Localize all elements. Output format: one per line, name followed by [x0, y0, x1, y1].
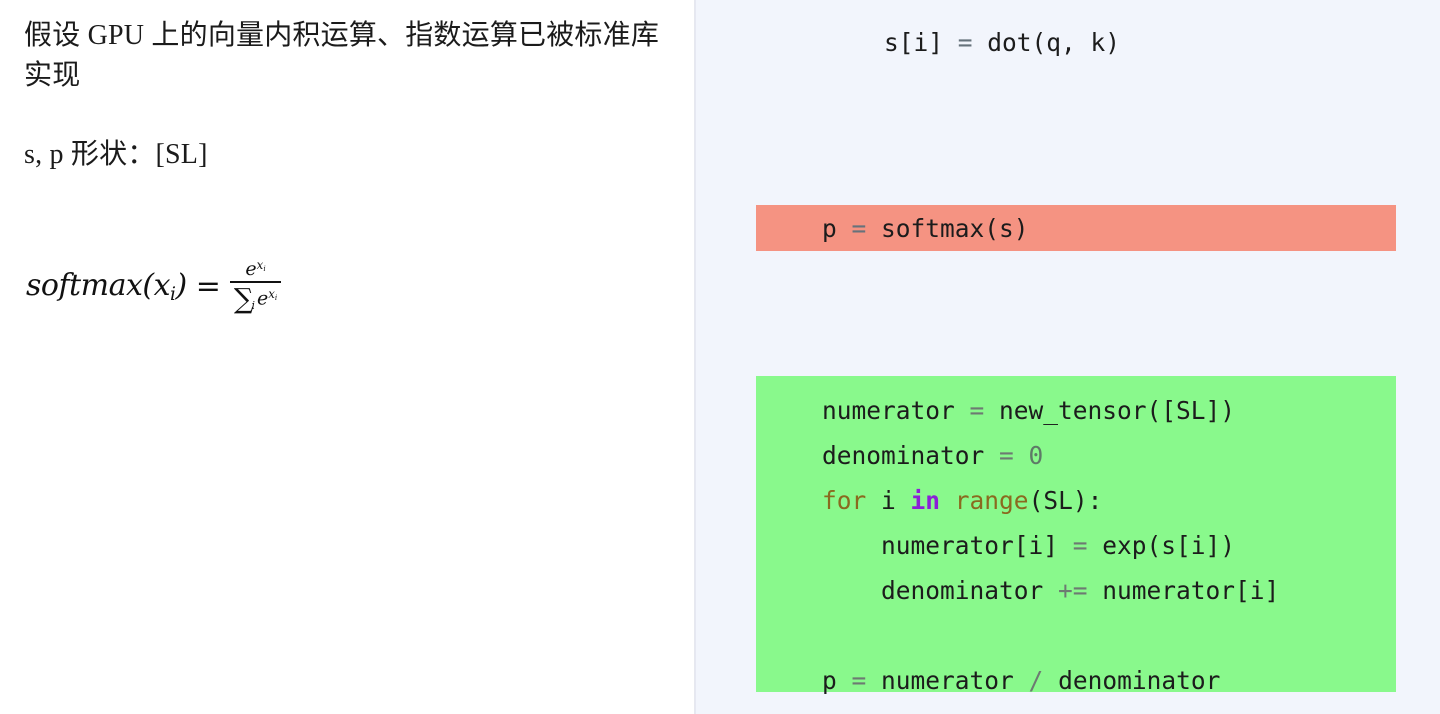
code-token-builtin-range: range [940, 486, 1029, 515]
code-token-range-args: (SL): [1028, 486, 1103, 515]
code-token-call: exp(s[i]) [1102, 531, 1236, 560]
paragraph-shape: s, p 形状：[SL] [24, 138, 208, 170]
code-token-identifier: numerator [822, 396, 955, 425]
code-line-numerator-exp: numerator[i] = exp(s[i]) [822, 523, 1396, 568]
code-token-identifier: s[i] [884, 28, 944, 57]
fraction-bar [229, 281, 282, 283]
code-line-for-loop: for i in range(SL): [822, 478, 1396, 523]
formula-left-hand-side: softmax(xi) [26, 268, 187, 305]
code-token-identifier: denominator [822, 576, 1044, 605]
code-token-operator: = [1058, 531, 1103, 560]
left-text-panel: 假设 GPU 上的向量内积运算、指数运算已被标准库实现 s, p 形状：[SL]… [0, 0, 694, 714]
denominator-exponent-base: x [268, 287, 275, 302]
panel-divider [694, 0, 696, 714]
code-snippet-expanded-highlight: numerator = new_tensor([SL]) denominator… [756, 376, 1396, 695]
formula-argument: x [153, 268, 171, 304]
code-token-operator: += [1043, 576, 1103, 605]
code-token-operand: numerator[i] [1102, 576, 1280, 605]
formula-numerator: exi [239, 258, 271, 281]
code-token-operand-right: denominator [1058, 666, 1221, 695]
numerator-exponent: xi [257, 258, 266, 272]
code-line-numerator-init: numerator = new_tensor([SL]) [822, 388, 1396, 433]
code-token-operand-left: numerator [881, 666, 1014, 695]
code-line-softmax: p = softmax(s) [822, 206, 1029, 251]
numerator-base: e [245, 258, 257, 281]
formula-equals-sign: = [195, 269, 221, 305]
code-token-divide-operator: / [1013, 666, 1059, 695]
code-token-call: softmax(s) [881, 213, 1029, 243]
code-token-operator: = [836, 666, 882, 695]
formula-argument-subscript: i [170, 284, 176, 306]
code-token-operator: = [836, 213, 882, 243]
code-token-loop-variable: i [866, 486, 911, 515]
code-token-call: dot(q, k) [987, 28, 1121, 57]
denominator-exponent: xi [268, 287, 277, 301]
code-token-call: new_tensor([SL]) [999, 396, 1236, 425]
summation-sigma: ∑ [233, 282, 254, 315]
summation-index: i [251, 299, 256, 313]
paragraph-assumption: 假设 GPU 上的向量内积运算、指数运算已被标准库实现 [24, 20, 660, 91]
code-token-identifier: p [822, 213, 837, 243]
code-token-keyword-in: in [910, 486, 941, 515]
code-token-operator: = [943, 28, 988, 57]
denominator-exponent-subscript: i [274, 293, 278, 303]
formula-open-paren: ( [142, 268, 154, 304]
formula-function-name: softmax [26, 268, 143, 304]
code-token-identifier: numerator[i] [822, 531, 1059, 560]
code-snippet-dot-product: s[i] = dot(q, k) [884, 20, 1120, 65]
code-token-identifier: denominator [822, 441, 985, 470]
numerator-exponent-subscript: i [263, 264, 266, 274]
code-token-operator: = [984, 441, 1029, 470]
code-line-denominator-accumulate: denominator += numerator[i] [822, 568, 1396, 613]
formula-close-paren: ) [175, 268, 187, 304]
numerator-exponent-base: x [256, 258, 264, 273]
code-token-identifier: p [822, 666, 837, 695]
code-snippet-softmax-highlight: p = softmax(s) [756, 205, 1396, 251]
right-code-panel: s[i] = dot(q, k) p = softmax(s) numerato… [694, 0, 1440, 714]
code-blank-line [822, 613, 1396, 658]
code-token-operator: = [954, 396, 1000, 425]
code-token-keyword-for: for [822, 486, 867, 515]
code-line-denominator-init: denominator = 0 [822, 433, 1396, 478]
denominator-base: e [257, 287, 269, 310]
code-line-p-division: p = numerator / denominator [822, 658, 1396, 703]
code-token-number: 0 [1028, 441, 1044, 470]
